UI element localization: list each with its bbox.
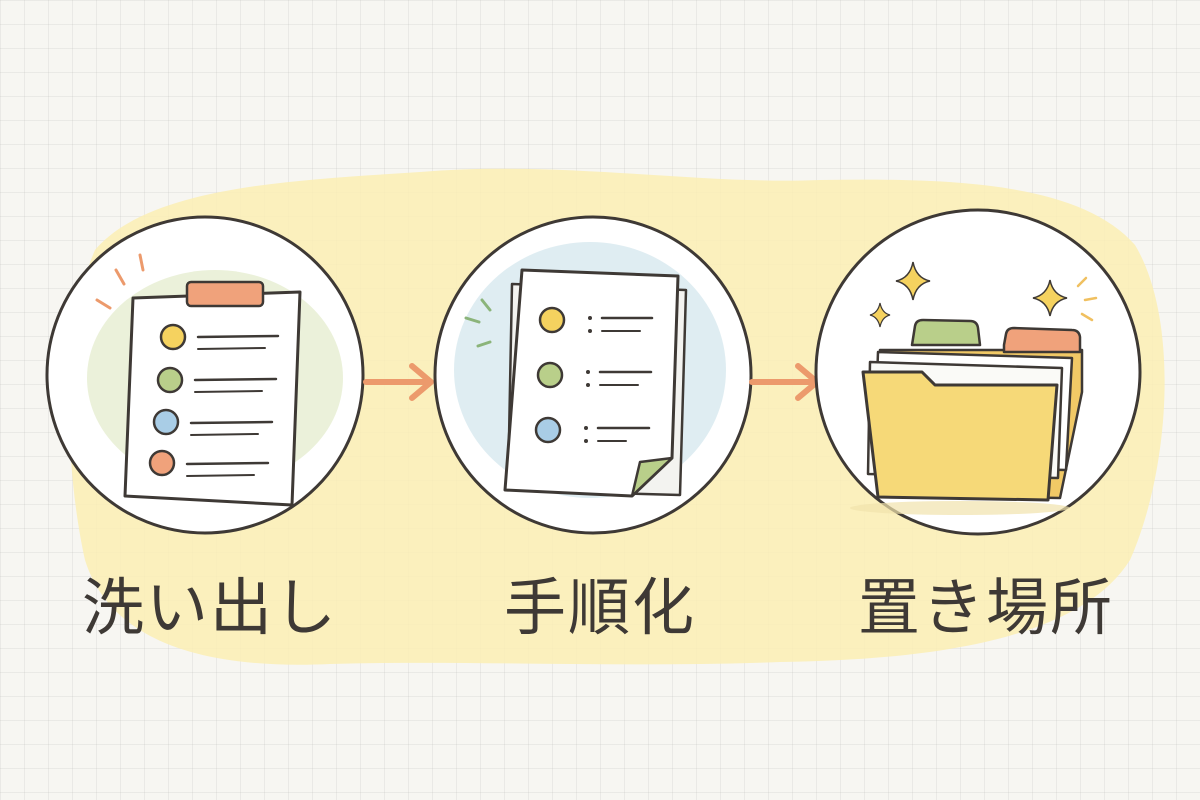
arrow-right-icon (363, 363, 434, 401)
sparkle-icon (895, 261, 931, 301)
sparkle-icon (1032, 279, 1068, 317)
step-label-3: 置き場所 (857, 571, 1114, 644)
file-folder-icon (850, 261, 1098, 515)
step-label-2: 手順化 (503, 571, 696, 644)
step-label-1: 洗い出し (81, 571, 338, 644)
procedure-document-icon (464, 268, 688, 498)
clipboard-checklist-icon (95, 253, 302, 507)
sparkle-icon (869, 302, 891, 328)
